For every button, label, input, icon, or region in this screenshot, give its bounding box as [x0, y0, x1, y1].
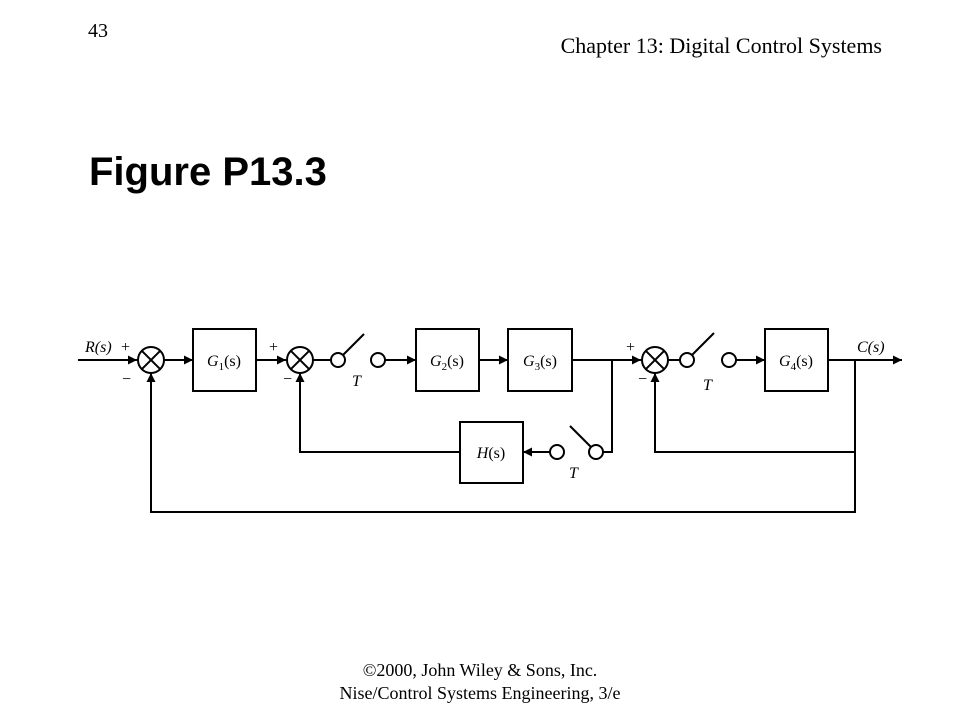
sampler-1-right-terminal — [370, 352, 386, 368]
sum3-minus-sign: − — [638, 371, 647, 388]
output-label: C(s) — [857, 339, 885, 356]
sampler-3-period-label: T — [703, 377, 713, 394]
sum2-plus-sign: + — [269, 339, 278, 356]
outer-feedback — [146, 373, 856, 513]
block-h-label: H(s) — [476, 445, 505, 462]
sum1-plus-sign: + — [121, 339, 130, 356]
sampler-3-right-terminal — [721, 352, 737, 368]
figure-title: Figure P13.3 — [89, 150, 327, 194]
sampler-1-switch-arm — [342, 333, 365, 356]
block-g2-label: G2(s) — [430, 353, 464, 373]
sum1-minus-sign: − — [122, 371, 131, 388]
block-g4-label: G4(s) — [779, 353, 813, 373]
sum2-minus-sign: − — [283, 371, 292, 388]
sampler-2-left-terminal — [549, 444, 565, 460]
sampler-2-right-terminal — [588, 444, 604, 460]
inner-feedback-return — [295, 373, 460, 453]
slide-number: 43 — [88, 20, 108, 42]
sampler-3-left-terminal — [679, 352, 695, 368]
footer-copyright: ©2000, John Wiley & Sons, Inc. — [362, 660, 598, 680]
footer-book: Nise/Control Systems Engineering, 3/e — [339, 683, 621, 703]
sampler-2-period-label: T — [569, 465, 579, 482]
local-feedback-g4 — [650, 360, 856, 453]
input-label: R(s) — [84, 339, 112, 356]
sampler-1-left-terminal — [330, 352, 346, 368]
block-g3-label: G3(s) — [523, 353, 557, 373]
block-g1-label: G1(s) — [207, 353, 241, 373]
sampler-1-period-label: T — [352, 373, 362, 390]
chapter-title: Chapter 13: Digital Control Systems — [560, 33, 882, 58]
sum3-plus-sign: + — [626, 339, 635, 356]
inner-feedback-pickoff — [603, 360, 613, 453]
sampler-2-switch-arm — [569, 425, 592, 448]
sampler-3-switch-arm — [691, 332, 715, 356]
